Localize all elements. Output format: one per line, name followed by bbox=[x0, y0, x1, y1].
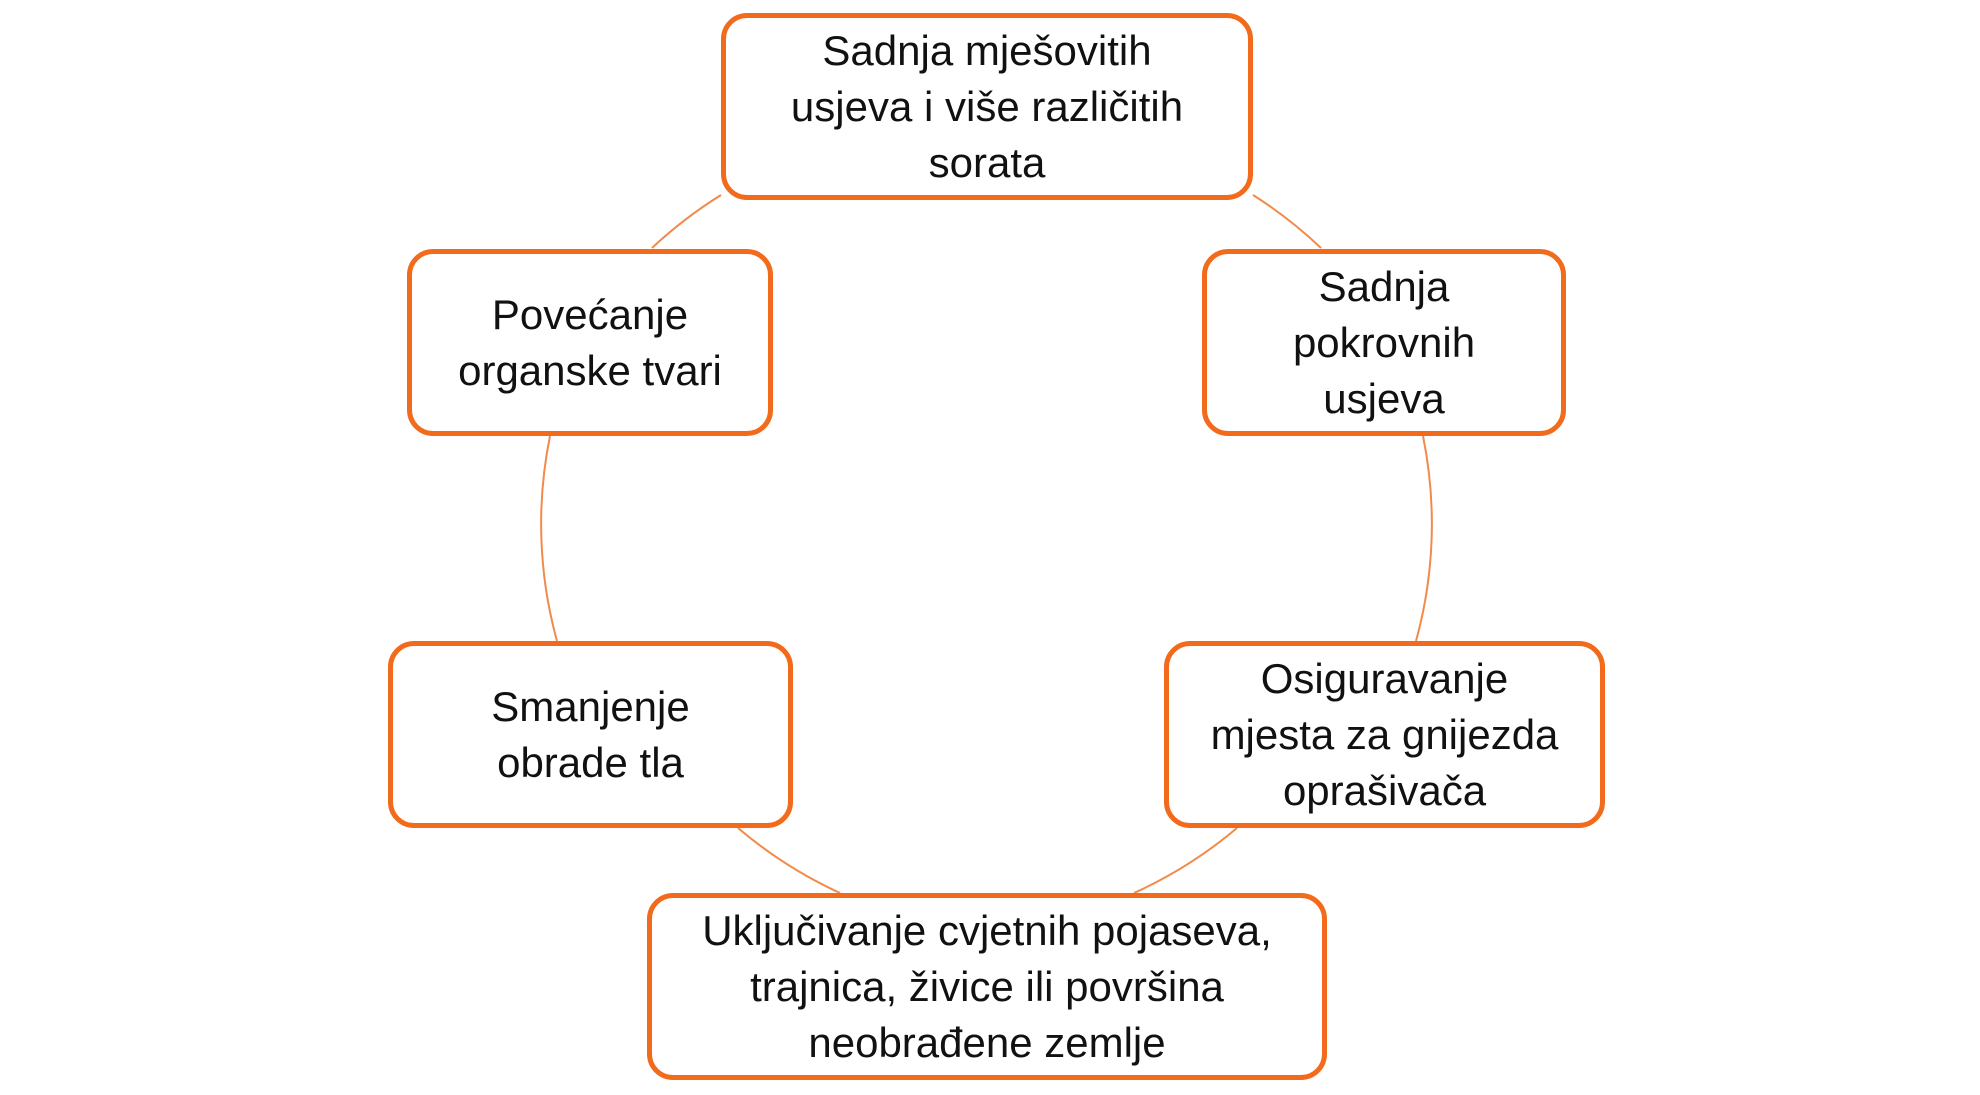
connector-arc-top-right bbox=[1252, 194, 1322, 249]
connector-arc-lowleft-left bbox=[540, 435, 558, 642]
node-cover-crops: Sadnja pokrovnih usjeva bbox=[1202, 249, 1566, 436]
connector-arc-left-top bbox=[651, 194, 722, 249]
node-flower-strips: Uključivanje cvjetnih pojaseva, trajnica… bbox=[647, 893, 1327, 1080]
node-reduced-tillage: Smanjenje obrade tla bbox=[388, 641, 793, 828]
node-pollinator-nests: Osiguravanje mjesta za gnijezda oprašiva… bbox=[1164, 641, 1605, 828]
connector-arc-lowright-bottom bbox=[1133, 827, 1238, 894]
connector-arc-bottom-lowleft bbox=[737, 827, 841, 894]
node-organic-matter: Povećanje organske tvari bbox=[407, 249, 773, 436]
connector-arc-right-lowright bbox=[1415, 435, 1433, 642]
node-mixed-crops: Sadnja mješovitih usjeva i više različit… bbox=[721, 13, 1253, 200]
